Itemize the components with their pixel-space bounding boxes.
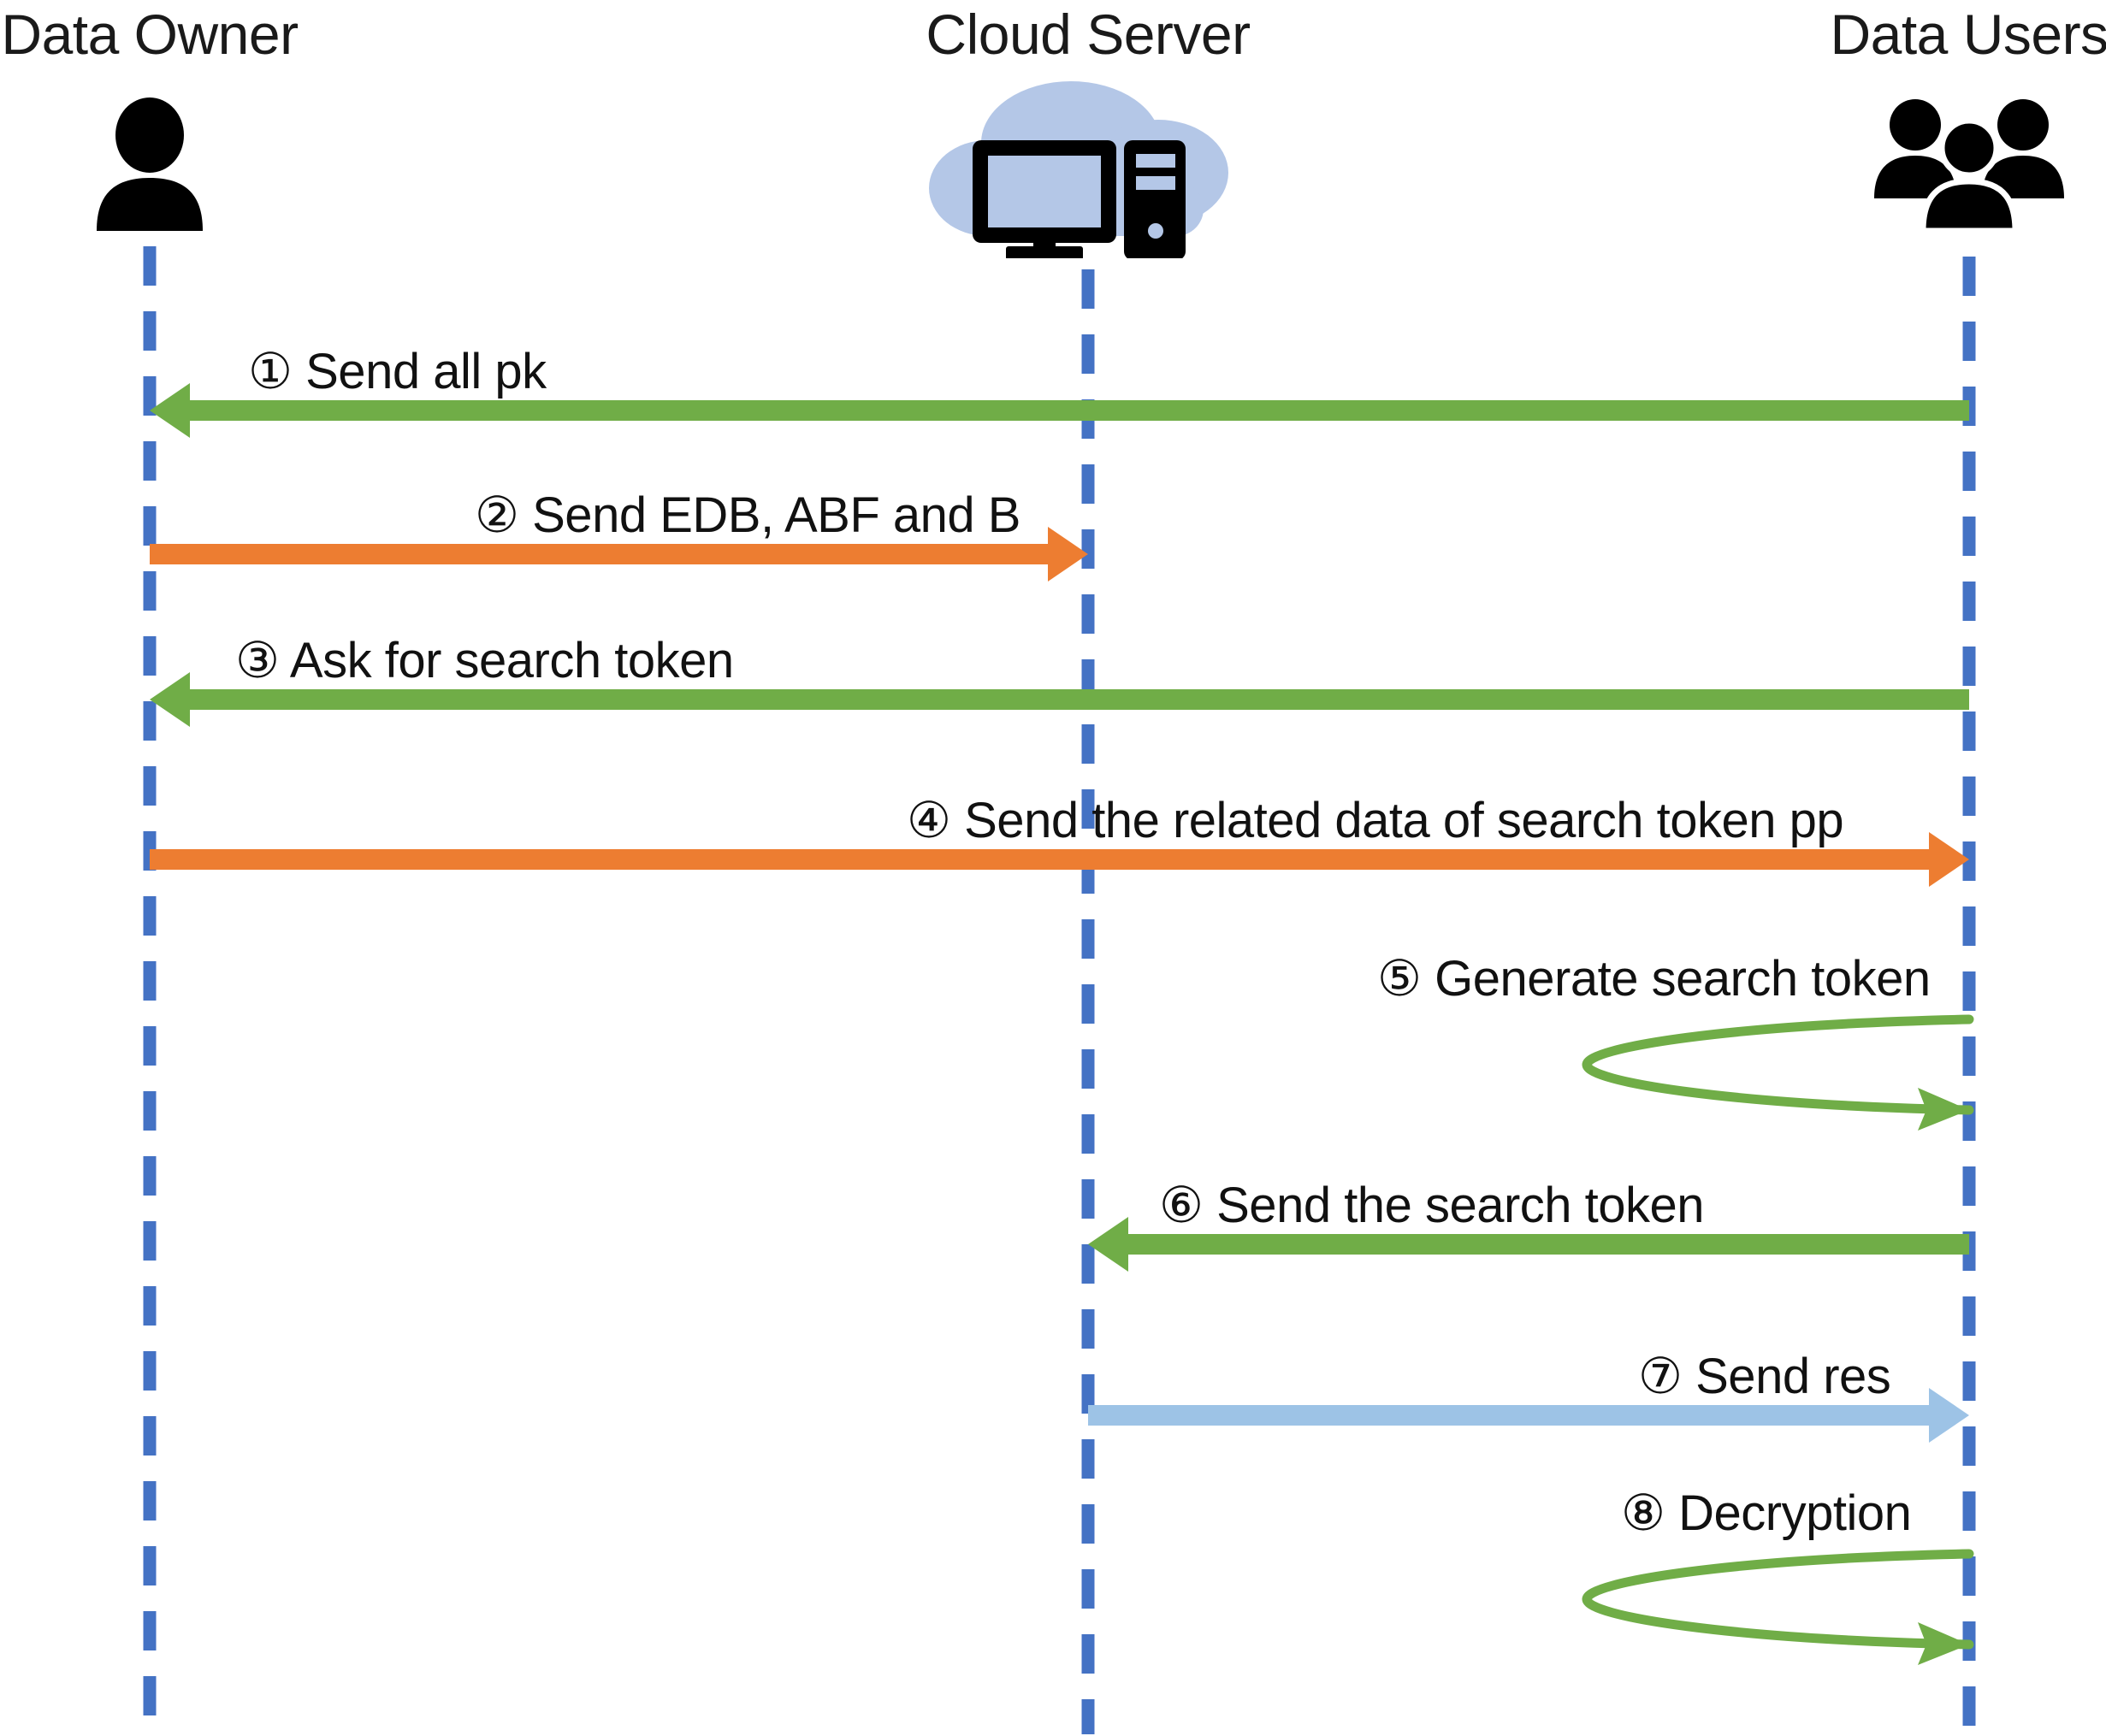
message-label-1: ① Send all pk	[248, 342, 547, 400]
message-label-4: ④ Send the related data of search token …	[907, 791, 1844, 849]
message-number-2: ②	[475, 487, 519, 543]
message-text-4: Send the related data of search token pp	[964, 793, 1844, 848]
message-text-6: Send the search token	[1216, 1178, 1705, 1233]
message-selfloop-8	[1582, 1549, 1974, 1665]
message-label-8: ⑧ Decryption	[1621, 1484, 1912, 1542]
message-label-3: ③ Ask for search token	[235, 631, 734, 689]
tower-shape	[1124, 140, 1186, 260]
actor-title-data-users: Data Users	[1830, 3, 2106, 66]
message-label-5: ⑤ Generate search token	[1377, 949, 1931, 1007]
message-text-8: Decryption	[1678, 1485, 1912, 1541]
message-number-6: ⑥	[1159, 1178, 1204, 1233]
message-number-1: ①	[248, 344, 293, 399]
message-text-2: Send EDB, ABF and B	[532, 487, 1020, 543]
message-text-7: Send res	[1695, 1349, 1891, 1404]
message-text-1: Send all pk	[305, 344, 547, 399]
message-number-7: ⑦	[1638, 1349, 1683, 1404]
cloud-server-icon	[926, 79, 1251, 260]
message-selfloop-5	[1582, 1014, 1974, 1131]
monitor-shape	[973, 140, 1116, 260]
message-text-5: Generate search token	[1435, 951, 1931, 1007]
people-group-icon	[1871, 94, 2068, 239]
message-number-5: ⑤	[1377, 951, 1422, 1007]
message-label-2: ② Send EDB, ABF and B	[475, 486, 1020, 544]
message-text-3: Ask for search token	[289, 633, 734, 688]
message-number-8: ⑧	[1621, 1485, 1665, 1541]
message-number-3: ③	[235, 633, 280, 688]
person-icon	[81, 96, 218, 233]
message-label-6: ⑥ Send the search token	[1159, 1176, 1705, 1234]
message-number-4: ④	[907, 793, 951, 848]
message-label-7: ⑦ Send res	[1638, 1347, 1891, 1405]
actor-title-cloud-server: Cloud Server	[926, 3, 1251, 66]
actor-title-data-owner: Data Owner	[1, 3, 299, 66]
